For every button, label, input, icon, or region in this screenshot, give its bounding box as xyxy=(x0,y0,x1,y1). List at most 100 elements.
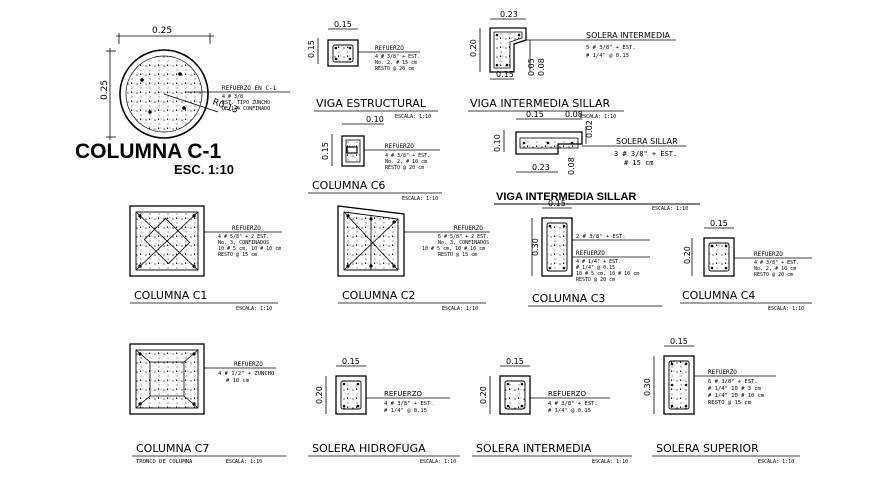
c1-main-note: DE 1/4 CONFINADO xyxy=(222,106,270,112)
si-note: # 1/4" @ 0.15 xyxy=(548,408,591,414)
vis-dim-left: 0.20 xyxy=(469,39,478,57)
su-dim-left: 0.30 xyxy=(643,378,652,396)
vis-label: SOLERA INTERMEDIA xyxy=(586,31,670,40)
vism-scale: ESCALA: 1:10 xyxy=(652,206,688,212)
solera-hidrofuga-detail: 0.15 0.20 REFUERZO 4 # 3/8" + EST. # 1/4… xyxy=(308,357,460,465)
si-scale: ESCALA: 1:10 xyxy=(592,459,628,465)
ss-note: # 15 cm xyxy=(624,159,654,167)
su-note: # 1/4" 10 # 3 cm xyxy=(708,386,762,392)
c4-note: 4 # 3/8" + EST. xyxy=(754,260,799,266)
c7-note: 4 # 1/2" + ZUNCHO xyxy=(218,371,274,377)
viga-estructural-detail: 0.15 0.15 REFUERZO 4 # 3/8" + EST. No. 2… xyxy=(307,20,438,120)
column-c7-detail: REFUERZO 4 # 1/2" + ZUNCHO # 10 cm COLUM… xyxy=(129,343,286,465)
viga-estructural-dim-left: 0.15 xyxy=(307,40,316,58)
c1-main-scale: ESC. 1:10 xyxy=(174,162,234,177)
c2-note: 6 # 5/8" + 2 EST. xyxy=(438,234,489,240)
ss-dim-left: 0.10 xyxy=(493,134,502,152)
c4-dim-top: 0.15 xyxy=(710,219,728,228)
c2-note: No. 3, CONFINADOS xyxy=(438,240,489,246)
su-title: SOLERA SUPERIOR xyxy=(656,442,759,455)
c4-scale: ESCALA: 1:10 xyxy=(768,306,804,312)
solera-sillar-detail: 0.15 0.08 0.10 0.02 0.23 0.08 SOLERA SIL… xyxy=(493,110,686,175)
ss-note: 3 # 3/8" + EST. xyxy=(614,150,677,158)
c7-note: REFUERZO xyxy=(234,361,263,368)
c6-scale: ESCALA: 1:10 xyxy=(402,196,438,202)
c7-scale: ESCALA: 1:10 xyxy=(226,459,262,465)
vis-title: VIGA INTERMEDIA SILLAR xyxy=(470,97,611,110)
viga-estructural-note: No. 2, # 15 cm xyxy=(375,60,417,66)
si-dim-left: 0.20 xyxy=(479,386,488,404)
viga-estructural-title: VIGA ESTRUCTURAL xyxy=(316,97,427,110)
c1-main-dim-top: 0.25 xyxy=(152,26,172,36)
si-note: 4 # 3/8" + EST. xyxy=(548,401,598,407)
c3-title: COLUMNA C3 xyxy=(532,292,605,305)
c3-note: RESTO @ 20 cm xyxy=(576,277,615,283)
c3-note: 10 # 5 cm, 10 # 10 cm xyxy=(576,271,639,277)
c1-main-note: 4 # 3/8 xyxy=(222,94,243,100)
c6-note: No. 2, # 10 cm xyxy=(385,159,427,165)
c7-title: COLUMNA C7 xyxy=(136,442,209,455)
c3-dim-top: 0.15 xyxy=(548,199,566,208)
ss-dim-bottom-b: 0.08 xyxy=(567,157,576,175)
c6-note: RESTO @ 20 cm xyxy=(385,165,424,171)
vis-note: 5 # 3/8" + EST. xyxy=(586,45,636,51)
c3-note: REFUERZO xyxy=(576,250,605,257)
viga-estructural-scale: ESCALA: 1:10 xyxy=(395,114,431,120)
sh-note: # 1/4" @ 0.15 xyxy=(384,408,427,414)
c4-title: COLUMNA C4 xyxy=(682,289,755,302)
column-c1-detail: REFUERZO 4 # 5/8" + 2 EST. No. 3, CONFIN… xyxy=(129,205,282,312)
su-note: RESTO @ 15 cm xyxy=(708,400,752,406)
c1-main-title: COLUMNA C-1 xyxy=(75,140,222,163)
su-scale: ESCALA: 1:10 xyxy=(758,459,794,465)
c3-note: 4 # 1/4" + EST. xyxy=(576,259,621,265)
c1-note: REFUERZO xyxy=(232,225,261,232)
ss-dim-bottom-a: 0.23 xyxy=(532,163,550,172)
c7-note: # 10 cm xyxy=(226,378,250,384)
vis-scale: ESCALA: 1:10 xyxy=(580,114,616,120)
c1-title: COLUMNA C1 xyxy=(134,289,207,302)
viga-estructural-note: RESTO @ 20 cm xyxy=(375,66,414,72)
vis-dim-top: 0.23 xyxy=(500,10,518,19)
c1-scale: ESCALA: 1:10 xyxy=(236,306,272,312)
vis-dim-right-b: 0.05 xyxy=(527,58,536,76)
ss-dim-right: 0.02 xyxy=(585,120,594,138)
vis-note: # 1/4" @ 0.15 xyxy=(586,53,629,59)
viga-estructural-dim-top: 0.15 xyxy=(334,20,352,29)
c1-note: No. 3, CONFINADOS xyxy=(218,240,269,246)
sh-title: SOLERA HIDROFUGA xyxy=(312,442,426,455)
c4-note: RESTO @ 20 cm xyxy=(754,272,793,278)
c3-dim-left: 0.30 xyxy=(531,238,540,256)
solera-superior-detail: 0.15 0.30 REFUERZO 6 # 3/8" + EST. # 1/4… xyxy=(643,337,800,465)
sh-note: 4 # 3/8" + EST. xyxy=(384,401,434,407)
su-note: # 1/4" 10 # 10 cm xyxy=(708,393,765,399)
c2-note: REFUERZO xyxy=(454,225,483,232)
vis-dim-right-a: 0.08 xyxy=(537,58,546,76)
viga-estructural-note: REFUERZO xyxy=(375,45,404,52)
solera-intermedia-detail: 0.15 0.20 REFUERZO 4 # 3/8" + EST. # 1/4… xyxy=(472,357,632,465)
c3-note: # 1/4" @ 0.15 xyxy=(576,265,615,271)
c6-dim-left: 0.15 xyxy=(321,142,330,160)
sh-dim-left: 0.20 xyxy=(315,386,324,404)
c2-note: RESTO @ 15 cm xyxy=(438,252,477,258)
c2-scale: ESCALA: 1:10 xyxy=(442,306,478,312)
c6-note: REFUERZO xyxy=(385,143,414,150)
c3-note: 2 # 3/8" + EST. xyxy=(576,234,626,240)
c1-note: 4 # 5/8" + 2 EST. xyxy=(218,234,269,240)
su-note: REFUERZO xyxy=(708,369,737,376)
sh-scale: ESCALA: 1:10 xyxy=(420,459,456,465)
column-outline xyxy=(119,49,209,139)
c2-note: 10 # 5 cm, 10 # 10 cm xyxy=(422,246,485,252)
c1-main-dim-left: 0.25 xyxy=(100,80,110,100)
column-c1-main-detail: 0.25 0.25 R0.13 REFUERZO EN C-1 4 # 3/8 … xyxy=(75,26,290,177)
column-c2-detail: REFUERZO 6 # 5/8" + 2 EST. No. 3, CONFIN… xyxy=(337,205,490,312)
column-c6-detail: 0.10 0.15 REFUERZO 4 # 3/8" + EST. No. 2… xyxy=(308,115,442,202)
c1-main-note: REFUERZO EN C-1 xyxy=(222,85,277,92)
c7-subtitle: TRONCO DE COLUMNA xyxy=(136,459,193,465)
c2-title: COLUMNA C2 xyxy=(342,289,415,302)
vism-title: VIGA INTERMEDIA SILLAR xyxy=(496,191,636,203)
si-note: REFUERZO xyxy=(548,390,587,398)
c1-note: RESTO @ 15 cm xyxy=(218,252,257,258)
viga-estructural-note: 4 # 3/8" + EST. xyxy=(375,54,420,60)
c4-note: No. 2, # 10 cm xyxy=(754,266,796,272)
